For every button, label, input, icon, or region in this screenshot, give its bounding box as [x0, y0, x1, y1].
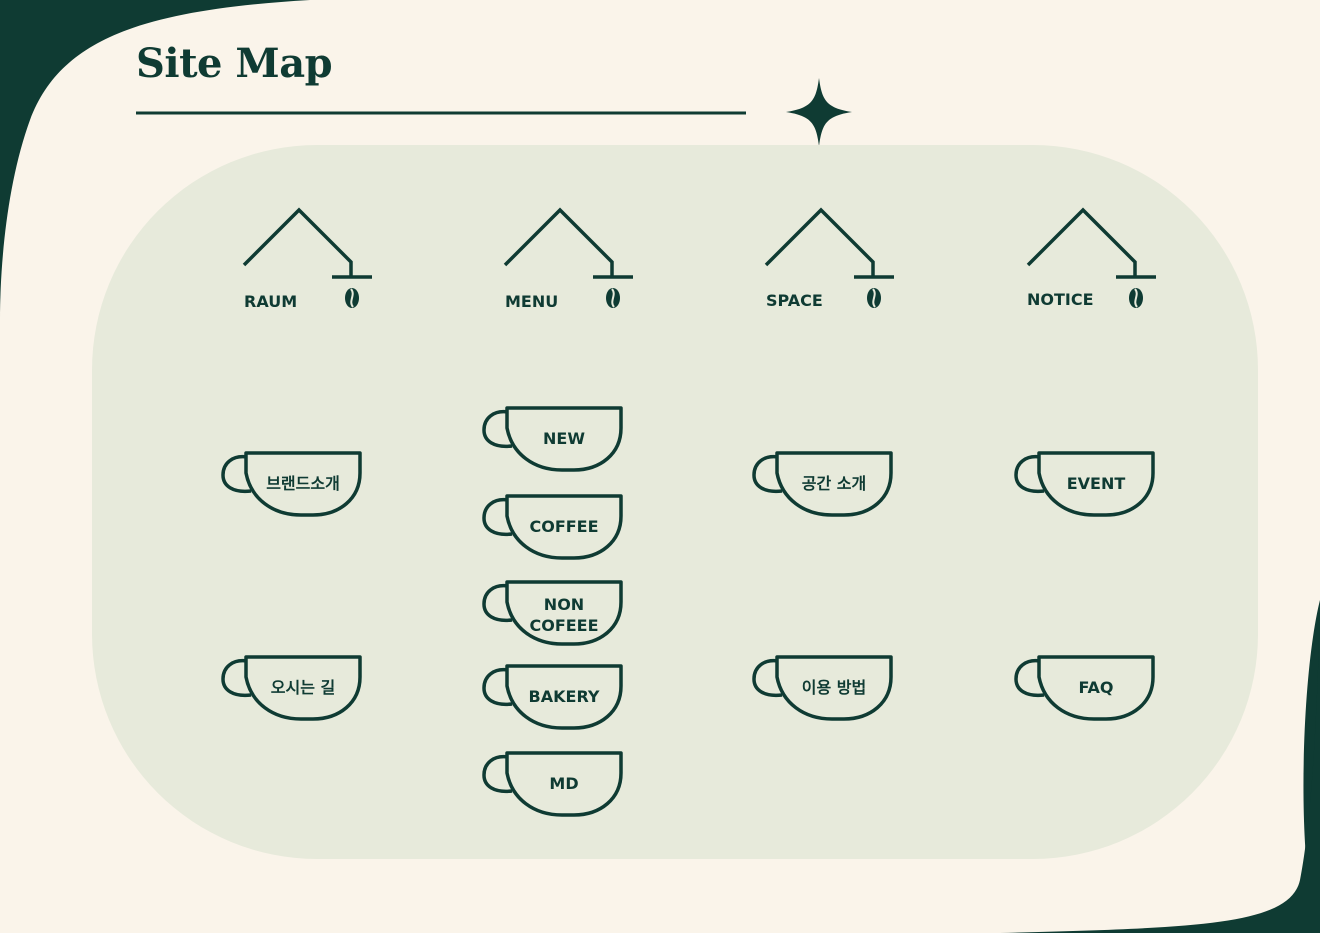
page-title: Site Map — [136, 40, 333, 87]
sitemap-item-0-0[interactable]: 브랜드소개 — [266, 474, 340, 493]
coffee-cup-icon[interactable] — [1014, 451, 1155, 517]
coffee-cup-icon[interactable] — [752, 655, 893, 721]
coffee-cup-icon[interactable] — [482, 664, 623, 730]
coffee-cup-icon[interactable] — [482, 406, 623, 472]
category-label-raum[interactable]: RAUM — [244, 292, 298, 311]
category-label-space[interactable]: SPACE — [766, 291, 823, 310]
roof-with-coffee-bean-icon — [1026, 207, 1156, 308]
coffee-cup-icon[interactable] — [1014, 655, 1155, 721]
roof-with-coffee-bean-icon — [503, 207, 633, 308]
category-label-notice[interactable]: NOTICE — [1027, 290, 1094, 309]
coffee-cup-icon[interactable] — [482, 751, 623, 817]
sitemap-item-0-1[interactable]: 오시는 길 — [270, 678, 336, 697]
corner-top-left — [0, 0, 310, 320]
sitemap-item-1-1[interactable]: COFFEE — [529, 517, 599, 536]
sitemap-panel — [92, 145, 1258, 859]
sitemap-item-1-3[interactable]: BAKERY — [528, 687, 600, 706]
sitemap-item-1-0[interactable]: NEW — [543, 429, 585, 448]
sitemap-item-2-1[interactable]: 이용 방법 — [801, 678, 867, 697]
coffee-cup-icon[interactable] — [752, 451, 893, 517]
coffee-cup-icon[interactable] — [482, 580, 623, 646]
sparkle-icon — [786, 78, 852, 146]
coffee-cup-icon[interactable] — [482, 494, 623, 560]
sitemap-item-3-0[interactable]: EVENT — [1066, 474, 1126, 493]
roof-with-coffee-bean-icon — [764, 207, 894, 308]
sitemap-item-2-0[interactable]: 공간 소개 — [801, 474, 867, 493]
coffee-cup-icon[interactable] — [221, 655, 362, 721]
sitemap-item-3-1[interactable]: FAQ — [1078, 678, 1114, 697]
sitemap-item-1-4[interactable]: MD — [549, 774, 579, 793]
roof-with-coffee-bean-icon — [242, 207, 372, 308]
category-label-menu[interactable]: MENU — [505, 292, 559, 311]
corner-bottom-right — [1000, 600, 1320, 933]
coffee-cup-icon[interactable] — [221, 451, 362, 517]
